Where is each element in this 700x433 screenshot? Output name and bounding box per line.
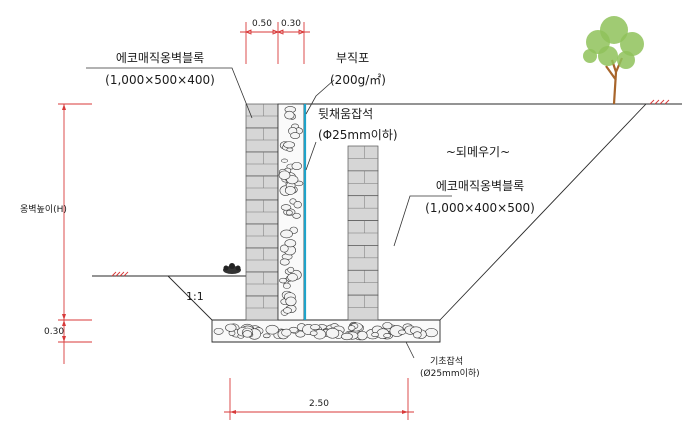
gravel-stone bbox=[279, 244, 289, 253]
gravel-stone bbox=[284, 239, 297, 248]
fabric-spec: (200g/㎡) bbox=[330, 73, 386, 87]
gravel-stone bbox=[325, 327, 340, 339]
gravel-stone bbox=[265, 324, 279, 335]
right-block-name: 에코매직옹벽블록 bbox=[436, 179, 524, 193]
shrub-icon bbox=[223, 263, 241, 274]
gravel-stone bbox=[242, 330, 253, 338]
gravel-stone bbox=[284, 110, 295, 120]
gravel-stone bbox=[279, 258, 290, 266]
bottom-dimension: 2.50 bbox=[224, 378, 414, 420]
gravel-stone bbox=[413, 331, 422, 339]
right-block-size: (1,000×400×500) bbox=[425, 201, 535, 215]
gravel-stone bbox=[287, 266, 295, 274]
gravel-stone bbox=[283, 282, 291, 289]
gravel-stone bbox=[357, 330, 368, 341]
gravel-stone bbox=[278, 170, 291, 180]
gravel-stone bbox=[287, 273, 298, 282]
gravel-stone bbox=[285, 209, 293, 216]
leader-lines bbox=[86, 67, 452, 359]
gravel-stone bbox=[383, 333, 392, 338]
gravel-stone bbox=[341, 332, 353, 341]
foundation-name: 기초잡석 bbox=[430, 355, 463, 367]
tree-icon bbox=[583, 16, 644, 105]
gravel-stone bbox=[310, 324, 321, 331]
gravel-stone bbox=[347, 325, 356, 331]
gravel-stone bbox=[262, 333, 271, 339]
gravel-stone bbox=[291, 161, 302, 170]
left-block-name: 에코매직옹벽블록 bbox=[116, 51, 204, 65]
top-dimension: 0.50 0.30 bbox=[240, 19, 310, 64]
backfill-spec: (Φ25mm이하) bbox=[318, 128, 398, 142]
gravel-stone bbox=[280, 229, 293, 239]
gravel-stone bbox=[293, 201, 302, 209]
gravel-stone bbox=[286, 147, 294, 152]
gravel-stone bbox=[281, 328, 292, 337]
dim-bottom-width: 2.50 bbox=[309, 399, 329, 409]
gravel-stone bbox=[280, 204, 292, 211]
ground-hatch-marks bbox=[111, 99, 670, 277]
foundation-gravel bbox=[211, 319, 441, 343]
left-block-size: (1,000×500×400) bbox=[105, 73, 215, 87]
gravel-stone bbox=[284, 185, 296, 195]
gravel-stone bbox=[281, 158, 288, 163]
gravel-stone bbox=[285, 296, 297, 307]
gravel-stone bbox=[279, 277, 288, 284]
backfill-name: 뒷채움잡석 bbox=[318, 107, 373, 121]
gravel-stone bbox=[283, 141, 295, 149]
backfill-gravel bbox=[277, 103, 305, 321]
left-block-wall bbox=[245, 103, 279, 321]
foundation-spec: (Ø25mm이하) bbox=[420, 368, 480, 379]
gravel-stone bbox=[398, 329, 407, 335]
gravel-stone bbox=[292, 212, 301, 219]
wall-height-label: 옹벽높이(H) bbox=[20, 204, 67, 215]
fabric-name: 부직포 bbox=[336, 51, 369, 65]
wall-height-dimension: 옹벽높이(H) 0.30 bbox=[20, 103, 92, 364]
gravel-stone bbox=[283, 307, 292, 314]
gravel-stone bbox=[424, 328, 438, 338]
gravel-stone bbox=[290, 132, 301, 139]
backfill-soil-label: ~되메우기~ bbox=[446, 145, 510, 159]
dim-top-a: 0.50 bbox=[252, 19, 272, 29]
gravel-stone bbox=[213, 327, 224, 335]
gravel-stone bbox=[371, 332, 379, 337]
gravel-stone bbox=[225, 323, 237, 332]
right-block-wall bbox=[347, 145, 379, 321]
gravel-stone bbox=[382, 322, 393, 330]
dim-left-foundation: 0.30 bbox=[44, 327, 64, 337]
gravel-stone bbox=[309, 330, 318, 336]
dim-top-b: 0.30 bbox=[281, 19, 301, 29]
slope-label: 1:1 bbox=[186, 290, 204, 303]
